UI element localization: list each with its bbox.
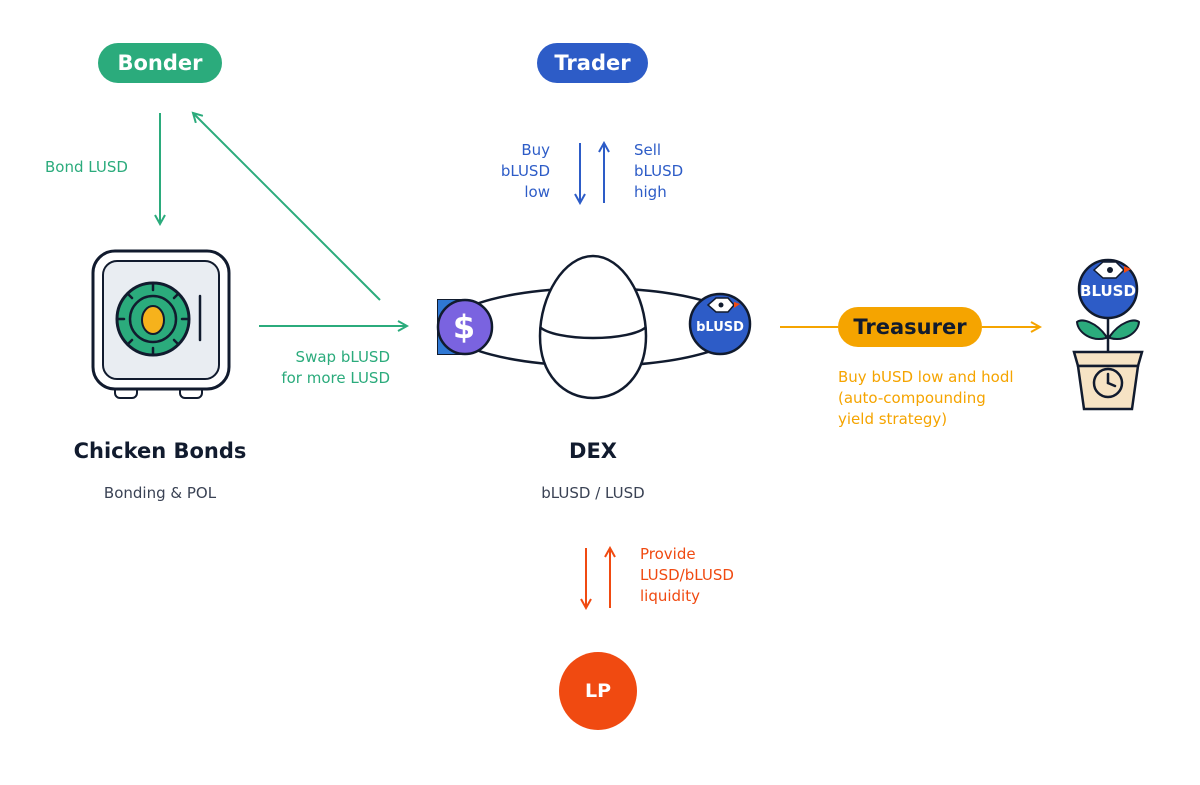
bond-lusd-label: Bond LUSD xyxy=(45,158,128,176)
blusd-coin-icon: bLUSD xyxy=(688,292,752,356)
svg-text:BLUSD: BLUSD xyxy=(1080,282,1136,300)
chicken-bonds-subtitle: Bonding & POL xyxy=(103,484,217,502)
treasurer-label-line-1: Buy bUSD low and hodl xyxy=(838,368,1014,386)
treasurer-pill: Treasurer xyxy=(838,307,982,347)
dex-title: DEX xyxy=(569,439,617,463)
buy-label-line-2: bLUSD xyxy=(500,162,550,180)
sell-label-line-2: bLUSD xyxy=(634,162,684,180)
buy-label-line-3: low xyxy=(524,183,550,201)
dex-subtitle: bLUSD / LUSD xyxy=(541,484,645,502)
safe-icon xyxy=(91,249,231,399)
treasurer-label-line-2: (auto-compounding xyxy=(838,389,986,407)
sell-label: Sell bLUSD high xyxy=(634,140,683,203)
lusd-coin-icon: $ xyxy=(436,298,494,356)
svg-text:$: $ xyxy=(453,308,475,346)
lp-provide-line-2: LUSD/bLUSD xyxy=(640,566,734,584)
swap-label: Swap bLUSD for more LUSD xyxy=(262,347,390,389)
sell-label-line-3: high xyxy=(634,183,667,201)
chicken-bonds-title: Chicken Bonds xyxy=(73,439,247,463)
lp-provide-line-1: Provide xyxy=(640,545,696,563)
sell-label-line-1: Sell xyxy=(634,141,662,159)
lp-circle xyxy=(559,652,637,730)
buy-label-line-1: Buy xyxy=(521,141,550,159)
swap-label-line-2: for more LUSD xyxy=(281,369,390,387)
plant-pot-icon xyxy=(1072,318,1144,411)
return-arrow xyxy=(193,113,381,301)
treasurer-label-line-3: yield strategy) xyxy=(838,410,948,428)
clock-icon xyxy=(1092,367,1124,399)
lp-provide-line-3: liquidity xyxy=(640,587,700,605)
blusd-big-coin-icon: BLUSD xyxy=(1077,258,1139,320)
trader-pill: Trader xyxy=(537,43,648,83)
swap-label-line-1: Swap bLUSD xyxy=(295,348,390,366)
lp-provide-label: Provide LUSD/bLUSD liquidity xyxy=(640,544,734,607)
svg-text:bLUSD: bLUSD xyxy=(696,320,744,335)
egg-icon xyxy=(141,305,165,335)
lp-label: LP xyxy=(584,680,612,702)
bonder-pill: Bonder xyxy=(98,43,222,83)
treasurer-label: Buy bUSD low and hodl (auto-compounding … xyxy=(838,367,1014,430)
buy-label: Buy bLUSD low xyxy=(490,140,550,203)
